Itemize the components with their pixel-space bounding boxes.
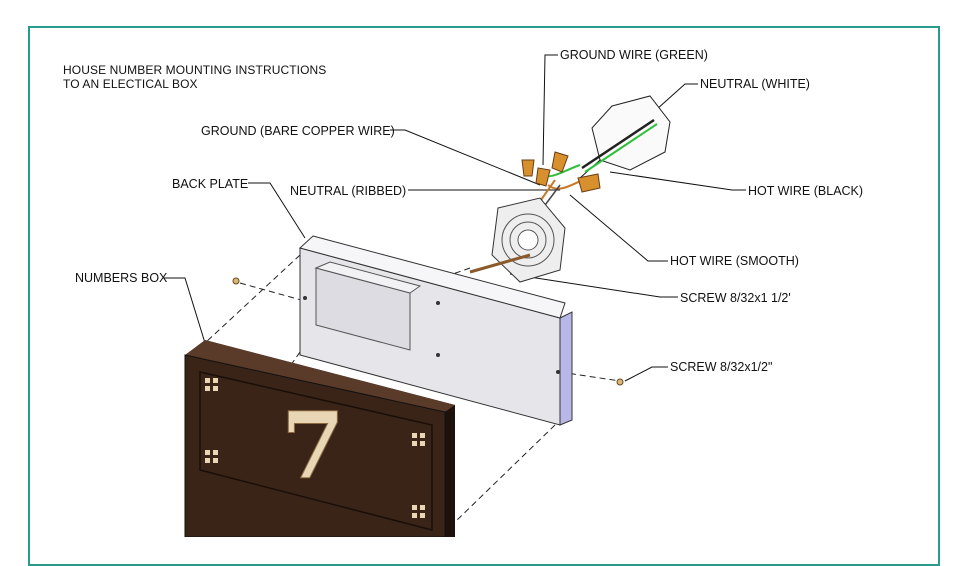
- long-screw: [469, 253, 531, 274]
- short-screw-left: [232, 277, 240, 285]
- label-screw-short: SCREW 8/32x1/2": [670, 360, 773, 374]
- leader-ground-green: [542, 54, 558, 166]
- corner-squares: [205, 378, 425, 518]
- instructions-title: HOUSE NUMBER MOUNTING INSTRUCTIONS TO AN…: [63, 63, 326, 91]
- label-numbers-box: NUMBERS BOX: [75, 271, 168, 285]
- title-line-1: HOUSE NUMBER MOUNTING INSTRUCTIONS: [63, 63, 327, 77]
- house-number-numeral: 7: [281, 392, 345, 500]
- short-screw-right: [616, 378, 624, 386]
- label-hot-wire-smooth: HOT WIRE (SMOOTH): [670, 254, 799, 268]
- ground-wire-green: [584, 123, 658, 173]
- label-ground-bare-copper: GROUND (BARE COPPER WIRE): [201, 124, 395, 138]
- leader-back-plate: [248, 182, 306, 239]
- leader-hot-black: [609, 171, 746, 191]
- leader-ground-copper: [390, 129, 541, 186]
- leader-screw-long: [509, 273, 678, 298]
- label-ground-wire-green: GROUND WIRE (GREEN): [560, 48, 708, 62]
- mounting-ring-plate: [491, 197, 566, 283]
- leader-lines: [164, 54, 746, 382]
- back-plate: [298, 235, 573, 426]
- title-line-2: TO AN ELECTICAL BOX: [63, 77, 198, 91]
- numbers-box: [184, 340, 455, 537]
- label-back-plate: BACK PLATE: [172, 177, 249, 191]
- exploded-assembly-drawing: 7: [164, 54, 746, 537]
- guide-left-screw: [239, 282, 561, 373]
- label-hot-wire-black: HOT WIRE (BLACK): [748, 184, 864, 198]
- wire-nut-2: [551, 151, 569, 173]
- leader-screw-short: [624, 366, 668, 382]
- label-neutral-ribbed: NEUTRAL (RIBBED): [290, 184, 407, 198]
- leader-numbers-box: [164, 277, 206, 344]
- electrical-box: [591, 95, 671, 171]
- label-neutral-white: NEUTRAL (WHITE): [700, 77, 810, 91]
- label-screw-long: SCREW 8/32x1 1/2': [680, 291, 791, 305]
- wire-nut-4: [577, 173, 601, 193]
- conduit-black: [581, 118, 655, 170]
- wire-nut-1: [521, 159, 535, 177]
- leader-hot-smooth: [569, 194, 668, 262]
- wire-nut-3: [535, 167, 551, 187]
